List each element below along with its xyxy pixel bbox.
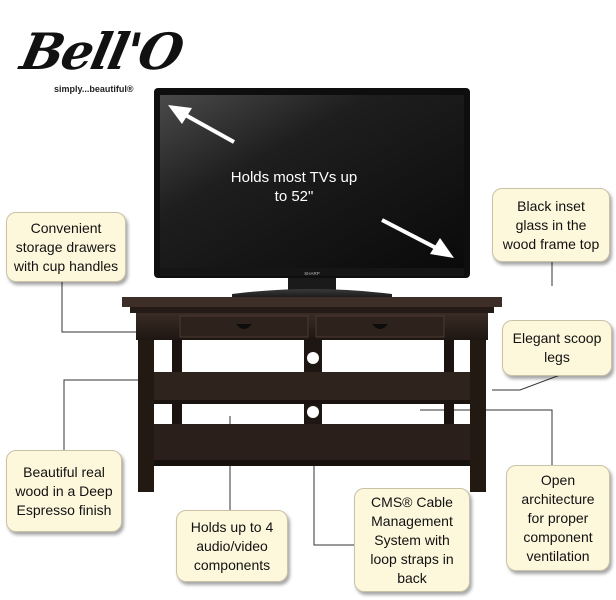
- tv-stand-furniture: [122, 297, 502, 492]
- television: SHARP: [154, 88, 470, 300]
- callout-av-components: Holds up to 4 audio/video components: [176, 510, 288, 582]
- callout-open-architecture: Open architecture for proper component v…: [506, 465, 610, 571]
- leg-front-right: [470, 340, 486, 492]
- cable-hole-bottom: [307, 406, 319, 418]
- leg-front-left: [138, 340, 154, 492]
- shelf-bottom-edge: [154, 460, 470, 466]
- stand-top-apron: [130, 307, 494, 313]
- brand-logo: Bell'O simply...beautiful®: [14, 22, 187, 100]
- callout-storage-drawers: Convenient storage drawers with cup hand…: [6, 212, 126, 282]
- callout-black-inset-glass: Black inset glass in the wood frame top: [492, 188, 610, 262]
- size-arrows: [168, 105, 454, 258]
- callout-scoop-legs: Elegant scoop legs: [502, 320, 612, 376]
- cup-handle-right: [372, 324, 388, 329]
- shelf-middle-edge: [154, 400, 470, 404]
- tv-screen: [160, 95, 464, 268]
- logo-tagline: simply...beautiful®: [54, 84, 134, 94]
- cup-handle-left: [236, 324, 252, 329]
- architecture-connector: [420, 409, 553, 465]
- cable-hole-top: [307, 352, 319, 364]
- tv-brand: SHARP: [304, 271, 320, 276]
- legs-connector: [492, 374, 561, 391]
- callout-real-wood: Beautiful real wood in a Deep Espresso f…: [6, 450, 122, 532]
- shelf-middle: [154, 372, 470, 400]
- callout-cable-management: CMS® Cable Management System with loop s…: [354, 488, 470, 592]
- tv-bottom-bezel: [160, 268, 464, 276]
- stand-top-edge: [122, 297, 502, 307]
- shelf-bottom: [154, 424, 470, 460]
- tv-neck: [288, 278, 336, 292]
- tv-size-caption: Holds most TVs up to 52": [230, 169, 358, 205]
